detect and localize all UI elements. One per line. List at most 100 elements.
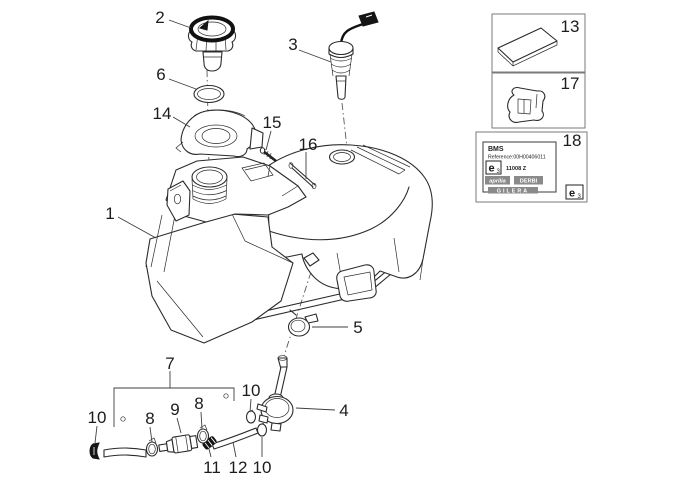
gasket-ring-part (193, 84, 225, 104)
clip10-upper-part (245, 409, 257, 424)
cover-foot (175, 141, 184, 153)
tap-nipple-lower (258, 414, 269, 424)
callout-15: 15 (263, 113, 282, 132)
filter-right-cap (189, 435, 199, 449)
leader-8-left (149, 426, 153, 443)
callout-6: 6 (156, 65, 165, 84)
tap-bottom-stub (270, 422, 282, 432)
approval-mark-box (485, 160, 502, 175)
tank-hump (267, 144, 433, 290)
kit7-bracket-line (113, 387, 235, 427)
tank-foot-inner (343, 271, 373, 296)
platform-pad (241, 162, 299, 197)
tube-end-bottom (311, 182, 317, 190)
leader-10-left (94, 425, 98, 444)
clamp8-left-inner (148, 443, 156, 455)
plate-reference-text: Reference:00H00406011 (488, 155, 546, 161)
sensor-cap-top (328, 40, 354, 56)
tap-pipe-top (277, 355, 288, 361)
pad-thickness (497, 41, 558, 67)
cap-cover-part (175, 109, 264, 158)
fuel-tank-part (145, 144, 433, 344)
plate-code-text: 11008 Z (506, 166, 527, 172)
callout-13: 13 (561, 17, 580, 36)
tank-mount-tab (166, 180, 191, 222)
brand-chip-gilera (488, 187, 538, 194)
tap-standpipe (273, 366, 288, 399)
cover-body (180, 109, 259, 158)
corner-mark-box (565, 184, 584, 200)
gasket-inner (197, 88, 221, 100)
callout-10c: 10 (253, 458, 272, 477)
callout-3: 3 (288, 35, 297, 54)
callout-4: 4 (339, 401, 348, 420)
fuel-tap-part (256, 355, 294, 432)
sensor-hole (328, 149, 356, 165)
sensor-flange (328, 47, 354, 59)
tank-outlet-spout (303, 252, 320, 267)
clip17-part (507, 87, 546, 123)
callout-11: 11 (203, 458, 221, 477)
leader-11 (208, 448, 212, 458)
fitting11-ribs (204, 437, 216, 449)
sensor-lower-body (335, 75, 347, 100)
callout-2: 2 (155, 8, 164, 27)
callout-9: 9 (170, 400, 179, 419)
filter-body-lines (175, 435, 189, 453)
clamp8-left-tab (148, 437, 157, 444)
screw-shaft (262, 149, 277, 163)
tap-nipple-upper (256, 403, 268, 413)
hose-clamp5-part (287, 309, 319, 337)
clamp8-left-part (145, 437, 159, 457)
clip17-outline (507, 87, 546, 123)
filler-cap-part (187, 15, 237, 72)
filter9-part (158, 434, 199, 454)
cap-plug (202, 51, 223, 72)
sensor-axis-line (341, 102, 348, 149)
corner-mark-sub: 3 (578, 194, 582, 200)
tube-walls (289, 162, 316, 188)
connector-slot (365, 14, 373, 18)
tube-end-top (288, 162, 294, 169)
tab-line (169, 184, 182, 192)
plate-bms-text: BMS (488, 146, 504, 153)
hose12-walls (211, 427, 259, 450)
breather-tube-part (288, 162, 317, 190)
approval-mark-e: e (489, 163, 495, 175)
callout-10b: 10 (242, 381, 261, 400)
leader-10-upper (249, 398, 252, 413)
legend-panel: BMS Reference:00H00406011 e 3 11008 Z ap… (475, 13, 588, 203)
fuel-sensor-part (328, 11, 379, 100)
cover-ring-inner (201, 128, 231, 144)
tap-axis-line (283, 271, 312, 357)
cover-top-line (193, 109, 246, 117)
clamp5-ring (287, 317, 311, 337)
cover-ring-outer (194, 124, 238, 148)
leader-8-right (200, 411, 203, 430)
kit7-point-left (120, 416, 126, 422)
brand-gilera-text: GILERA (497, 189, 529, 195)
screw-head (259, 147, 266, 154)
data-label-part: BMS Reference:00H00406011 e 3 11008 Z ap… (482, 141, 557, 195)
clamp8-right-ring (196, 428, 210, 444)
callout-10a: 10 (88, 408, 107, 427)
filler-neck-inner (196, 169, 223, 185)
leader-9 (176, 417, 182, 434)
hose-left-walls (103, 447, 147, 458)
leader-1 (117, 216, 157, 239)
leader-14 (172, 116, 191, 128)
brand-chip-aprilia (485, 176, 510, 185)
kit7-bracket (113, 387, 235, 427)
sensor-hole-inner (333, 152, 351, 162)
brand-derbi-text: DERBI (520, 179, 538, 185)
cap-top-disc (197, 21, 227, 37)
gasket-outer (193, 84, 225, 104)
leader-2 (168, 19, 192, 29)
callout-8a: 8 (145, 409, 154, 428)
clamp5-ring-inner (290, 319, 306, 333)
callout-8b: 8 (194, 394, 203, 413)
sensor-connector (358, 11, 379, 27)
callout-12: 12 (229, 458, 248, 477)
